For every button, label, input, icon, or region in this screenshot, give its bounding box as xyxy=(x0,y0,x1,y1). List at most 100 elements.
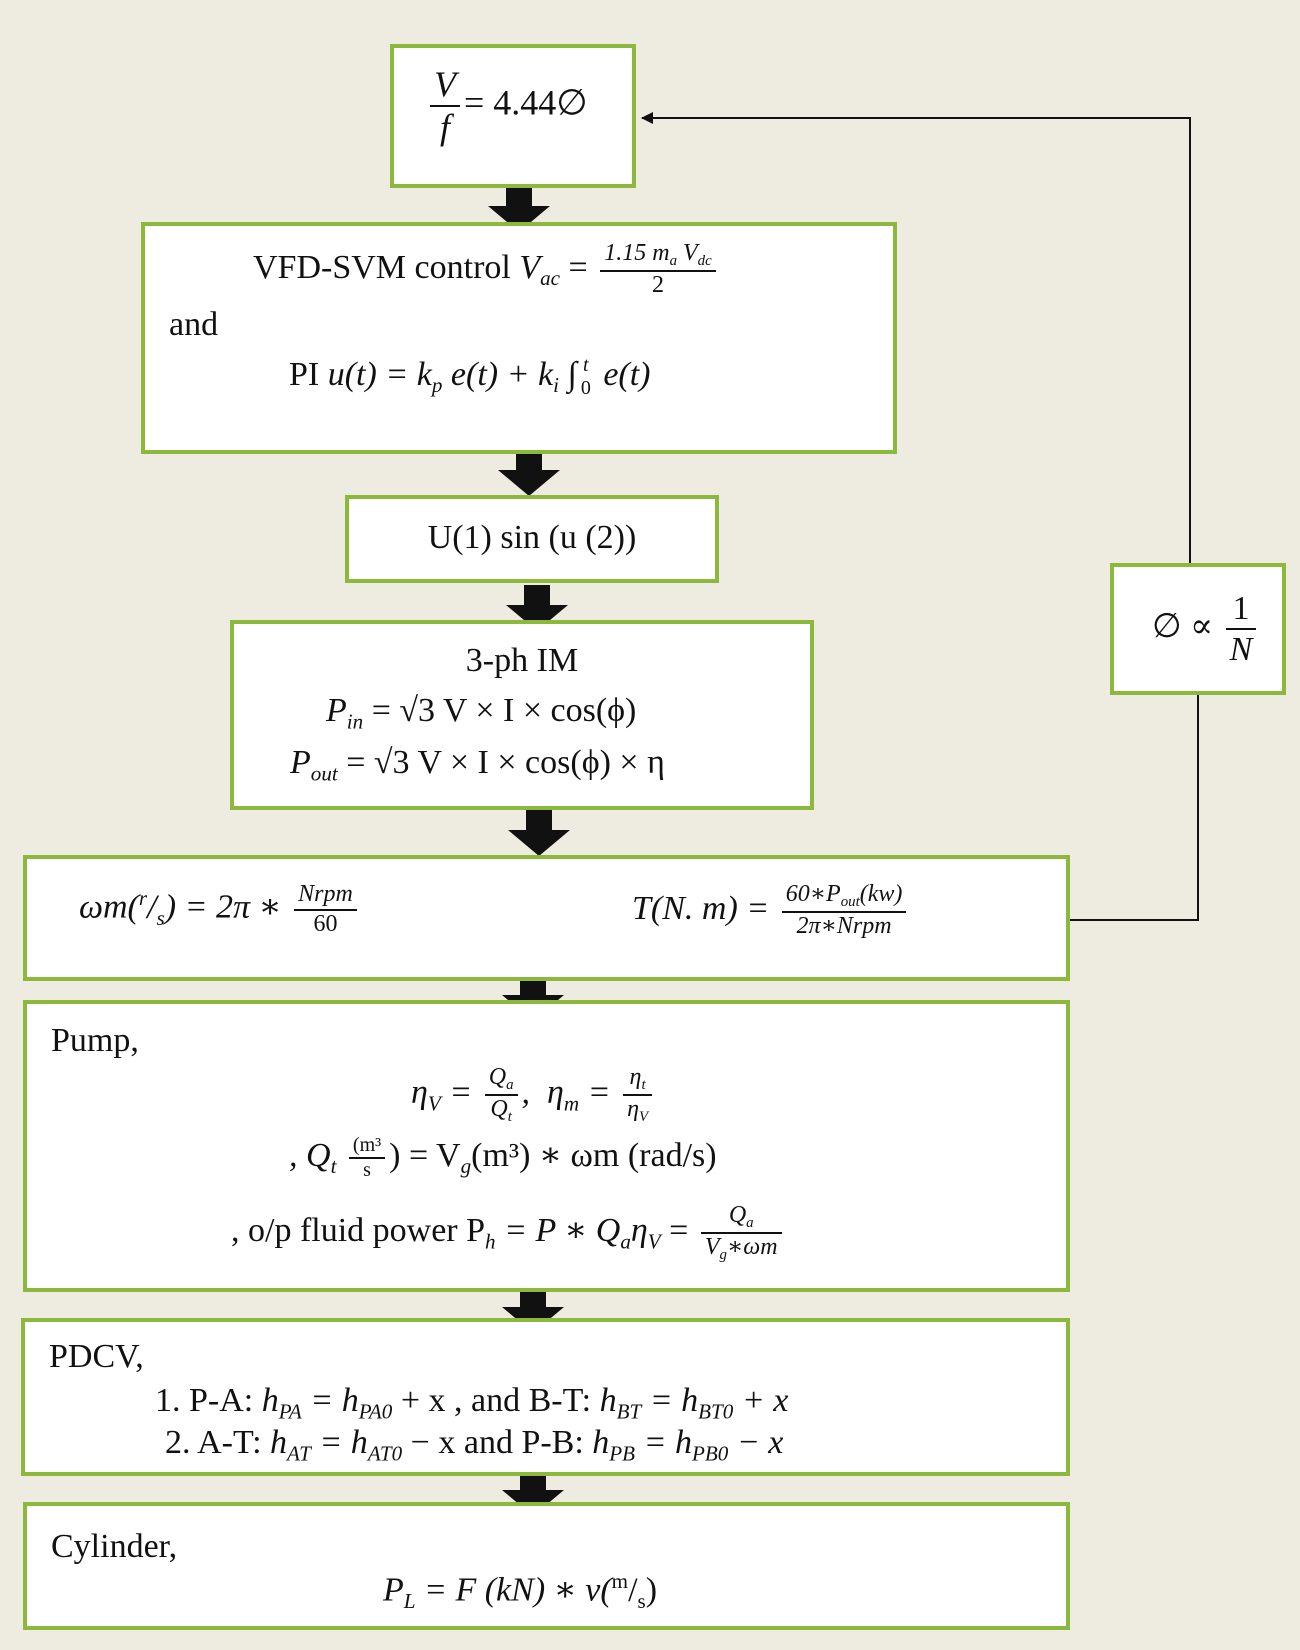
arrow-wm-to-pump xyxy=(502,975,564,1021)
flow-prefix: , Q xyxy=(289,1136,331,1174)
flow-vg-sub: g xyxy=(460,1154,472,1179)
power-ph-sub: h xyxy=(485,1229,496,1254)
im-title: 3-ph IM xyxy=(465,642,579,679)
vac-frac-sub1: a xyxy=(669,253,677,270)
torque-num-tail: (kw) xyxy=(859,881,903,907)
l1-h2-sub: PA0 xyxy=(358,1399,393,1424)
arrow-vfd-to-u xyxy=(498,450,560,496)
power-mid: = P ∗ Q xyxy=(495,1212,621,1250)
induction-motor-box: 3-ph IM Pin = √3 V × I × cos(ϕ) Pout = √… xyxy=(230,620,814,810)
pi-ki-sub: i xyxy=(553,373,559,398)
l1-b: = h xyxy=(301,1382,359,1419)
pin-rhs: = √3 V × I × cos(ϕ) xyxy=(363,692,637,729)
l2-h4-sub: PB0 xyxy=(692,1441,729,1466)
eta-m-eq: = xyxy=(579,1074,611,1112)
l2-b: = h xyxy=(310,1424,368,1461)
omega-close: ) = 2π ∗ xyxy=(164,888,282,926)
cylinder-title: Cylinder, xyxy=(51,1528,178,1565)
qa-sub: a xyxy=(506,1077,514,1094)
omega-num: Nrpm xyxy=(294,881,357,911)
flow-rhs2: (m³) ∗ ωm (rad/s) xyxy=(471,1136,717,1174)
feedback-line-phi-to-vf xyxy=(641,112,1191,565)
l1-c: + x , and B-T: xyxy=(392,1382,600,1419)
pi-eq: u(t) = k xyxy=(327,355,432,393)
u-sin-box: U(1) sin (u (2)) xyxy=(345,495,719,583)
arrow-vf-to-vfd xyxy=(488,186,550,232)
qa: Q xyxy=(488,1064,507,1090)
pi-end: e(t) xyxy=(594,355,651,393)
pdcv-title: PDCV, xyxy=(49,1338,144,1375)
eta-v: η xyxy=(411,1074,428,1112)
arrow-pump-to-pdcv xyxy=(502,1287,564,1333)
flow-rhs1: ) = V xyxy=(389,1136,461,1174)
power-eq: = xyxy=(660,1212,689,1250)
pi-int: ∫ xyxy=(558,355,577,393)
vfd-label: VFD-SVM control xyxy=(253,248,511,286)
vac-frac-num: 1.15 m xyxy=(604,240,670,266)
vac-var: V xyxy=(519,248,541,286)
arrow-im-to-wm xyxy=(508,810,570,856)
pi-int-lower: 0 xyxy=(580,377,591,399)
flow-unit-num: (m³ xyxy=(348,1134,386,1159)
l2-a: 2. A-T: xyxy=(165,1424,271,1461)
pout-sub: out xyxy=(310,761,338,786)
eta-t: η xyxy=(629,1064,642,1090)
power-den-sub: g xyxy=(719,1247,727,1264)
l1-h1: h xyxy=(261,1382,279,1419)
vf-rhs: = 4.44∅ xyxy=(464,82,588,123)
flux-den: N xyxy=(1229,631,1253,669)
omega-r: r xyxy=(138,885,148,910)
power-den-tail: ∗ωm xyxy=(726,1234,778,1261)
feedback-line-torque-to-phi xyxy=(1070,695,1199,921)
vf-numerator: V xyxy=(430,64,460,108)
vf-denominator: f xyxy=(439,107,450,148)
power-eta: η xyxy=(630,1212,648,1250)
arrow-pdcv-to-cyl xyxy=(502,1470,564,1516)
pin-line: Pin = √3 V × I × cos(ϕ) xyxy=(326,692,636,734)
power-eta-sub: V xyxy=(647,1229,661,1254)
l2-c: − x and P-B: xyxy=(402,1424,593,1461)
pin-var: P xyxy=(326,692,347,729)
power-qa-sub: a xyxy=(620,1229,631,1254)
pl-s: s xyxy=(637,1589,646,1614)
pi-label: PI xyxy=(289,355,320,393)
pout-line: Pout = √3 V × I × cos(ϕ) × η xyxy=(290,744,665,786)
l1-h3-sub: BT xyxy=(616,1399,642,1424)
flux-lhs: ∅ ∝ xyxy=(1152,607,1214,645)
torque-num: 60∗P xyxy=(785,881,841,907)
pout-rhs: = √3 V × I × cos(ϕ) × η xyxy=(337,744,665,781)
omega-den: 60 xyxy=(313,910,338,937)
cylinder-box: Cylinder, PL = F (kN) ∗ v(m/s) xyxy=(23,1502,1070,1630)
flow-unit-den: s xyxy=(363,1159,371,1181)
torque-den: 2π∗Nrpm xyxy=(796,913,892,940)
torque-lhs: T(N. m) = xyxy=(632,889,770,927)
omega-s: s xyxy=(156,905,165,930)
pi-kp-sub: p xyxy=(431,373,443,398)
vac-sub: ac xyxy=(540,266,561,291)
pl-close: ) xyxy=(645,1571,658,1609)
pl-slash: / xyxy=(628,1571,638,1609)
l1-e: + x xyxy=(733,1382,789,1419)
eta-m-sub: m xyxy=(563,1091,580,1116)
qt: Q xyxy=(490,1096,508,1123)
l1-h4-sub: BT0 xyxy=(698,1399,734,1424)
pi-mid: e(t) + k xyxy=(442,355,554,393)
pl-m: m xyxy=(611,1569,629,1593)
l2-e: − x xyxy=(728,1424,784,1461)
torque-equation: T(N. m) = 60∗Pout(kw)2π∗Nrpm xyxy=(632,881,910,941)
l2-d: = h xyxy=(635,1424,693,1461)
power-num-sub: a xyxy=(746,1215,754,1232)
eta-vv: η xyxy=(627,1096,639,1123)
pdcv-box: PDCV, 1. P-A: hPA = hPA0 + x , and B-T: … xyxy=(21,1318,1070,1476)
